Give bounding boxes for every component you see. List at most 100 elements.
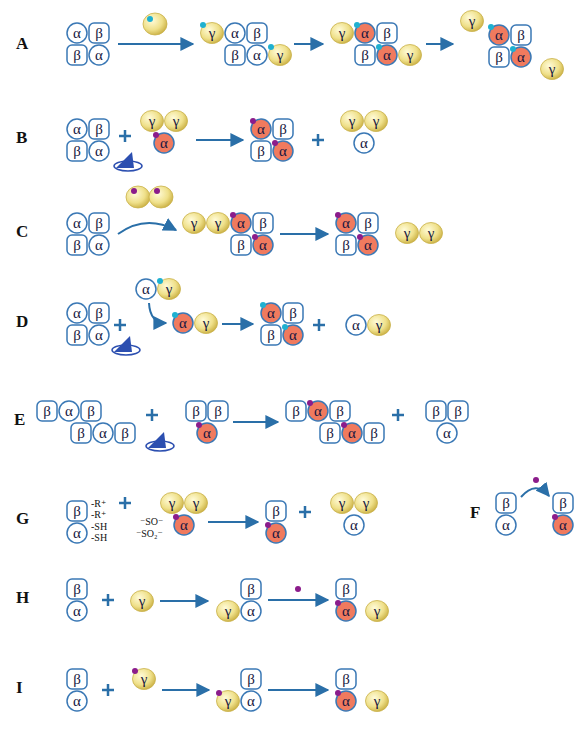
alpha-subunit: α xyxy=(92,422,114,444)
beta-subunit: β xyxy=(66,500,88,522)
panel-letter: G xyxy=(16,510,29,528)
alpha-subunit: α xyxy=(173,514,195,536)
gamma-subunit: γ xyxy=(194,312,218,334)
wedge-symbol xyxy=(114,152,142,171)
subunit-letter: β xyxy=(73,328,81,343)
subunit-letter: β xyxy=(87,404,95,419)
subunit-letter: β xyxy=(247,582,255,597)
alpha-subunit: α xyxy=(265,522,287,544)
subunit-letter: α xyxy=(65,404,73,419)
subunit-letter: β xyxy=(247,672,255,687)
panel-letter: F xyxy=(470,504,480,522)
reaction-arrow xyxy=(268,599,328,601)
subunit-letter: α xyxy=(279,144,287,159)
subunit-letter: γ xyxy=(141,672,148,687)
plus-sign xyxy=(102,684,114,696)
subunit-letter: γ xyxy=(404,226,411,241)
gamma-subunit: γ xyxy=(160,492,184,514)
gamma-subunit: γ xyxy=(365,690,389,712)
subunit-letter: β xyxy=(95,122,103,137)
reaction-arrow xyxy=(521,488,549,497)
reaction-arrow xyxy=(280,233,328,235)
subunit-letter: β xyxy=(279,122,287,137)
gamma-ball xyxy=(126,186,150,208)
gamma-subunit: γ xyxy=(365,600,389,622)
beta-subunit: β xyxy=(207,400,229,422)
gamma-subunit: γ xyxy=(398,44,422,66)
subunit-letter: β xyxy=(214,404,222,419)
subunit-letter: γ xyxy=(203,316,210,331)
subunit-letter: γ xyxy=(339,26,346,41)
subunit-letter: α xyxy=(383,48,391,63)
subunit-letter: β xyxy=(370,426,378,441)
reaction-arrow xyxy=(268,689,328,691)
gamma-subunit: γ xyxy=(216,690,240,712)
reaction-arrow xyxy=(233,421,278,423)
gamma-subunit: γ xyxy=(132,668,156,690)
gamma-subunit: γ xyxy=(268,44,292,66)
subunit-letter: β xyxy=(342,582,350,597)
panel-letter: B xyxy=(16,129,27,147)
beta-subunit: β xyxy=(252,212,274,234)
subunit-letter: β xyxy=(559,496,567,511)
gamma-subunit: γ xyxy=(157,278,181,300)
subunit-letter: α xyxy=(237,216,245,231)
reaction-arrow xyxy=(426,43,453,45)
subunit-letter: β xyxy=(95,216,103,231)
alpha-subunit: α xyxy=(341,422,363,444)
beta-subunit: β xyxy=(250,140,272,162)
subunit-letter: β xyxy=(432,404,440,419)
subunit-letter: α xyxy=(314,404,322,419)
subunit-letter: α xyxy=(342,694,350,709)
plus-sign xyxy=(313,319,325,331)
beta-subunit: β xyxy=(240,668,262,690)
chemical-group: -SH xyxy=(91,521,107,532)
subunit-letter: α xyxy=(99,426,107,441)
reaction-arrow xyxy=(162,689,209,691)
alpha-subunit: α xyxy=(376,44,398,66)
gamma-subunit: γ xyxy=(184,492,208,514)
alpha-subunit: α xyxy=(172,312,194,334)
reaction-arrow xyxy=(294,43,323,45)
gamma-subunit: γ xyxy=(395,222,419,244)
beta-subunit: β xyxy=(66,668,88,690)
beta-subunit: β xyxy=(70,422,92,444)
gamma-subunit: γ xyxy=(182,212,206,234)
panel-letter: A xyxy=(16,35,28,53)
subunit-letter: β xyxy=(73,672,81,687)
panel-letter: I xyxy=(16,679,23,697)
alpha-subunit: α xyxy=(88,44,110,66)
subunit-letter: β xyxy=(292,404,300,419)
gamma-ball xyxy=(149,186,173,208)
subunit-letter: α xyxy=(360,136,368,151)
alpha-subunit: α xyxy=(250,118,272,140)
beta-subunit: β xyxy=(88,22,110,44)
beta-subunit: β xyxy=(282,302,304,324)
alpha-subunit: α xyxy=(88,324,110,346)
gamma-subunit: γ xyxy=(330,22,354,44)
alpha-subunit: α xyxy=(353,132,375,154)
subunit-letter: α xyxy=(180,518,188,533)
alpha-subunit: α xyxy=(552,514,574,536)
subunit-letter: γ xyxy=(166,282,173,297)
subunit-letter: β xyxy=(342,672,350,687)
plus-sign xyxy=(299,506,311,518)
beta-subunit: β xyxy=(246,22,268,44)
alpha-subunit: α xyxy=(345,314,367,336)
subunit-letter: α xyxy=(443,426,451,441)
beta-subunit: β xyxy=(80,400,102,422)
subunit-letter: γ xyxy=(215,216,222,231)
beta-subunit: β xyxy=(552,492,574,514)
plus-sign xyxy=(119,497,131,509)
beta-subunit: β xyxy=(66,44,88,66)
alpha-subunit: α xyxy=(488,24,510,46)
gamma-subunit: γ xyxy=(216,600,240,622)
subunit-letter: β xyxy=(326,426,334,441)
beta-subunit: β xyxy=(66,234,88,256)
wedge-symbol xyxy=(146,432,174,451)
beta-subunit: β xyxy=(66,140,88,162)
gamma-subunit: γ xyxy=(164,110,188,132)
chemical-group: ⁻SO₂⁻ xyxy=(136,528,163,539)
alpha-subunit: α xyxy=(260,302,282,324)
